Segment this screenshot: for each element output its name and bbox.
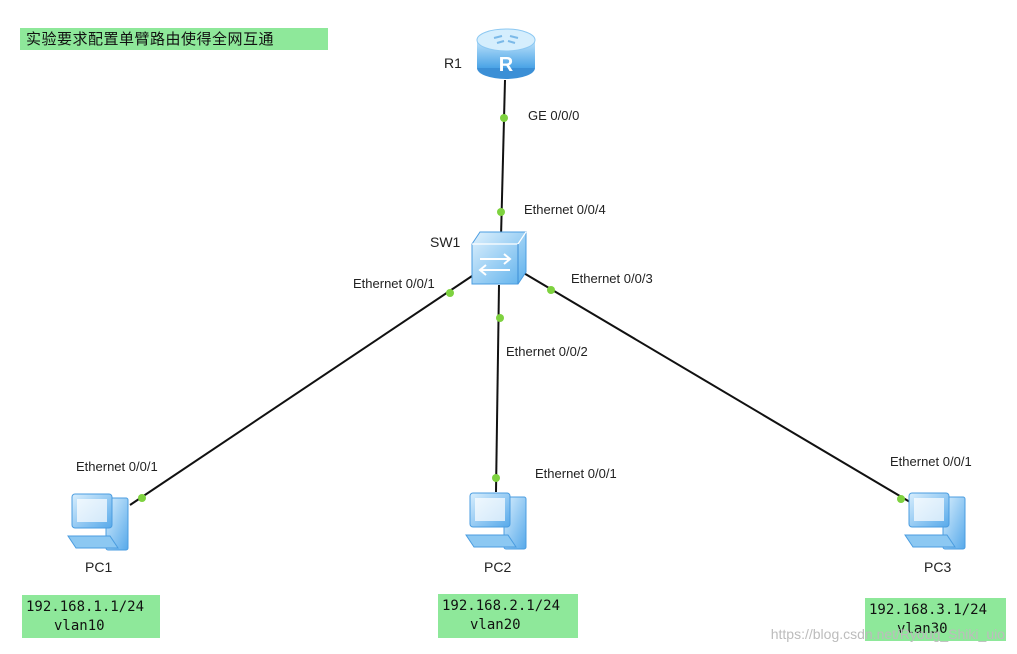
pc2-ip: 192.168.2.1/24	[442, 598, 561, 614]
pc1-vlan: vlan10	[54, 618, 105, 634]
experiment-title: 实验要求配置单臂路由使得全网互通	[20, 28, 328, 50]
pc2-vlan: vlan20	[470, 617, 521, 633]
switch-icon[interactable]	[471, 231, 527, 285]
svg-text:R: R	[499, 54, 514, 76]
port-label-r1-ge: GE 0/0/0	[528, 108, 580, 123]
pc2-config-note: 192.168.2.1/24 vlan20	[438, 594, 578, 638]
links	[129, 79, 916, 506]
watermark: https://blog.csdn.net/Ryoug_Shiki_uio	[770, 626, 1005, 642]
port-dot-r1-ge[interactable]	[500, 114, 508, 122]
port-dots	[138, 114, 905, 503]
port-dot-sw-e3[interactable]	[547, 286, 555, 294]
port-label-pc1: Ethernet 0/0/1	[76, 459, 158, 474]
port-label-sw-e4: Ethernet 0/0/4	[524, 202, 606, 217]
pc-icon[interactable]	[465, 492, 527, 550]
pc2-label: PC2	[484, 559, 512, 575]
port-dot-sw-e4[interactable]	[497, 208, 505, 216]
link-sw1-pc1	[129, 271, 479, 506]
port-label-pc2: Ethernet 0/0/1	[535, 466, 617, 481]
switch-label: SW1	[430, 234, 461, 250]
pc1-config-note: 192.168.1.1/24 vlan10	[22, 595, 160, 638]
port-dot-pc1[interactable]	[138, 494, 146, 502]
port-dot-pc3[interactable]	[897, 495, 905, 503]
pc1-label: PC1	[85, 559, 113, 575]
pc-icon[interactable]	[904, 492, 966, 550]
port-label-sw-e1: Ethernet 0/0/1	[353, 276, 435, 291]
port-dot-sw-e1[interactable]	[446, 289, 454, 297]
router-icon[interactable]: R	[476, 28, 536, 79]
pc3-config-note: 192.168.3.1/24 vlan30	[865, 598, 1006, 641]
pc1-ip: 192.168.1.1/24	[26, 599, 145, 615]
link-sw1-pc3	[521, 271, 916, 506]
pc3-label: PC3	[924, 559, 952, 575]
pc-icon[interactable]	[67, 493, 129, 551]
port-label-sw-e3: Ethernet 0/0/3	[571, 271, 653, 286]
router-label: R1	[444, 55, 462, 71]
port-label-sw-e2: Ethernet 0/0/2	[506, 344, 588, 359]
pc3-ip: 192.168.3.1/24	[869, 602, 988, 618]
port-dot-sw-e2[interactable]	[496, 314, 504, 322]
port-dot-pc2[interactable]	[492, 474, 500, 482]
pc3-vlan: vlan30	[897, 621, 948, 637]
port-label-pc3: Ethernet 0/0/1	[890, 454, 972, 469]
